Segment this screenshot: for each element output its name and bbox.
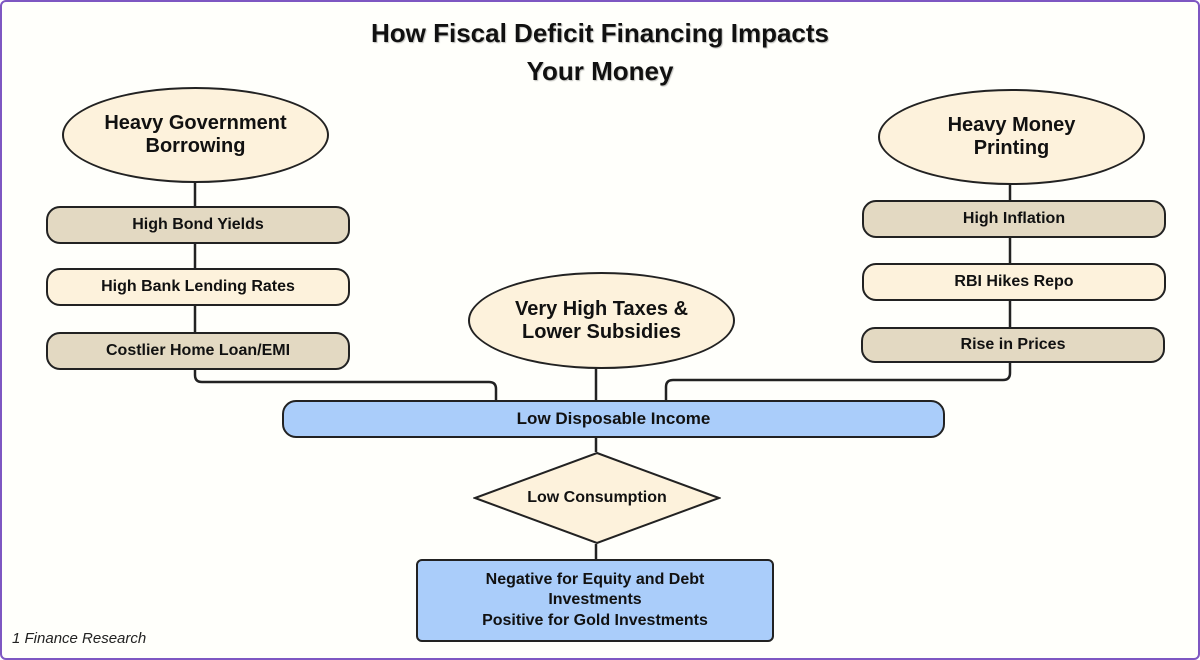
node-label-line-1: Heavy Money xyxy=(947,114,1076,136)
outcome-line-2: Investments xyxy=(548,591,642,609)
outcome-line-3: Positive for Gold Investments xyxy=(482,611,708,629)
node-low-consumption: Low Consumption xyxy=(473,452,721,544)
node-rbi-hikes-repo: RBI Hikes Repo xyxy=(862,263,1166,301)
node-high-bond-yields: High Bond Yields xyxy=(46,206,350,244)
diagram-title: How Fiscal Deficit Financing Impacts You… xyxy=(2,14,1198,90)
node-high-taxes-lower-subsidies: Very High Taxes & Lower Subsidies xyxy=(468,272,735,369)
source-credit: 1 Finance Research xyxy=(12,630,147,647)
node-rise-in-prices: Rise in Prices xyxy=(861,327,1165,363)
node-costlier-home-loan: Costlier Home Loan/EMI xyxy=(46,332,350,370)
node-label: Low Consumption xyxy=(527,489,667,506)
node-label-line-1: Heavy Government xyxy=(104,112,287,134)
title-line-2: Your Money xyxy=(526,56,674,86)
outcome-line-1: Negative for Equity and Debt xyxy=(485,570,705,588)
node-label-line-1: Very High Taxes & xyxy=(514,297,689,320)
node-high-bank-lending-rates: High Bank Lending Rates xyxy=(46,268,350,306)
connector-right-merge xyxy=(664,361,1012,400)
node-government-borrowing: Heavy Government Borrowing xyxy=(62,87,329,183)
node-label-line-2: Printing xyxy=(973,137,1050,159)
node-money-printing: Heavy Money Printing xyxy=(878,89,1145,185)
node-low-disposable-income: Low Disposable Income xyxy=(282,400,945,438)
connector-left-merge xyxy=(193,366,498,400)
title-line-1: How Fiscal Deficit Financing Impacts xyxy=(371,18,829,48)
node-label-line-2: Lower Subsidies xyxy=(522,320,681,343)
diamond-shape xyxy=(473,452,721,544)
node-label-line-2: Borrowing xyxy=(145,135,246,157)
node-investment-outcome: Negative for Equity and Debt Investments… xyxy=(416,559,774,642)
node-high-inflation: High Inflation xyxy=(862,200,1166,238)
